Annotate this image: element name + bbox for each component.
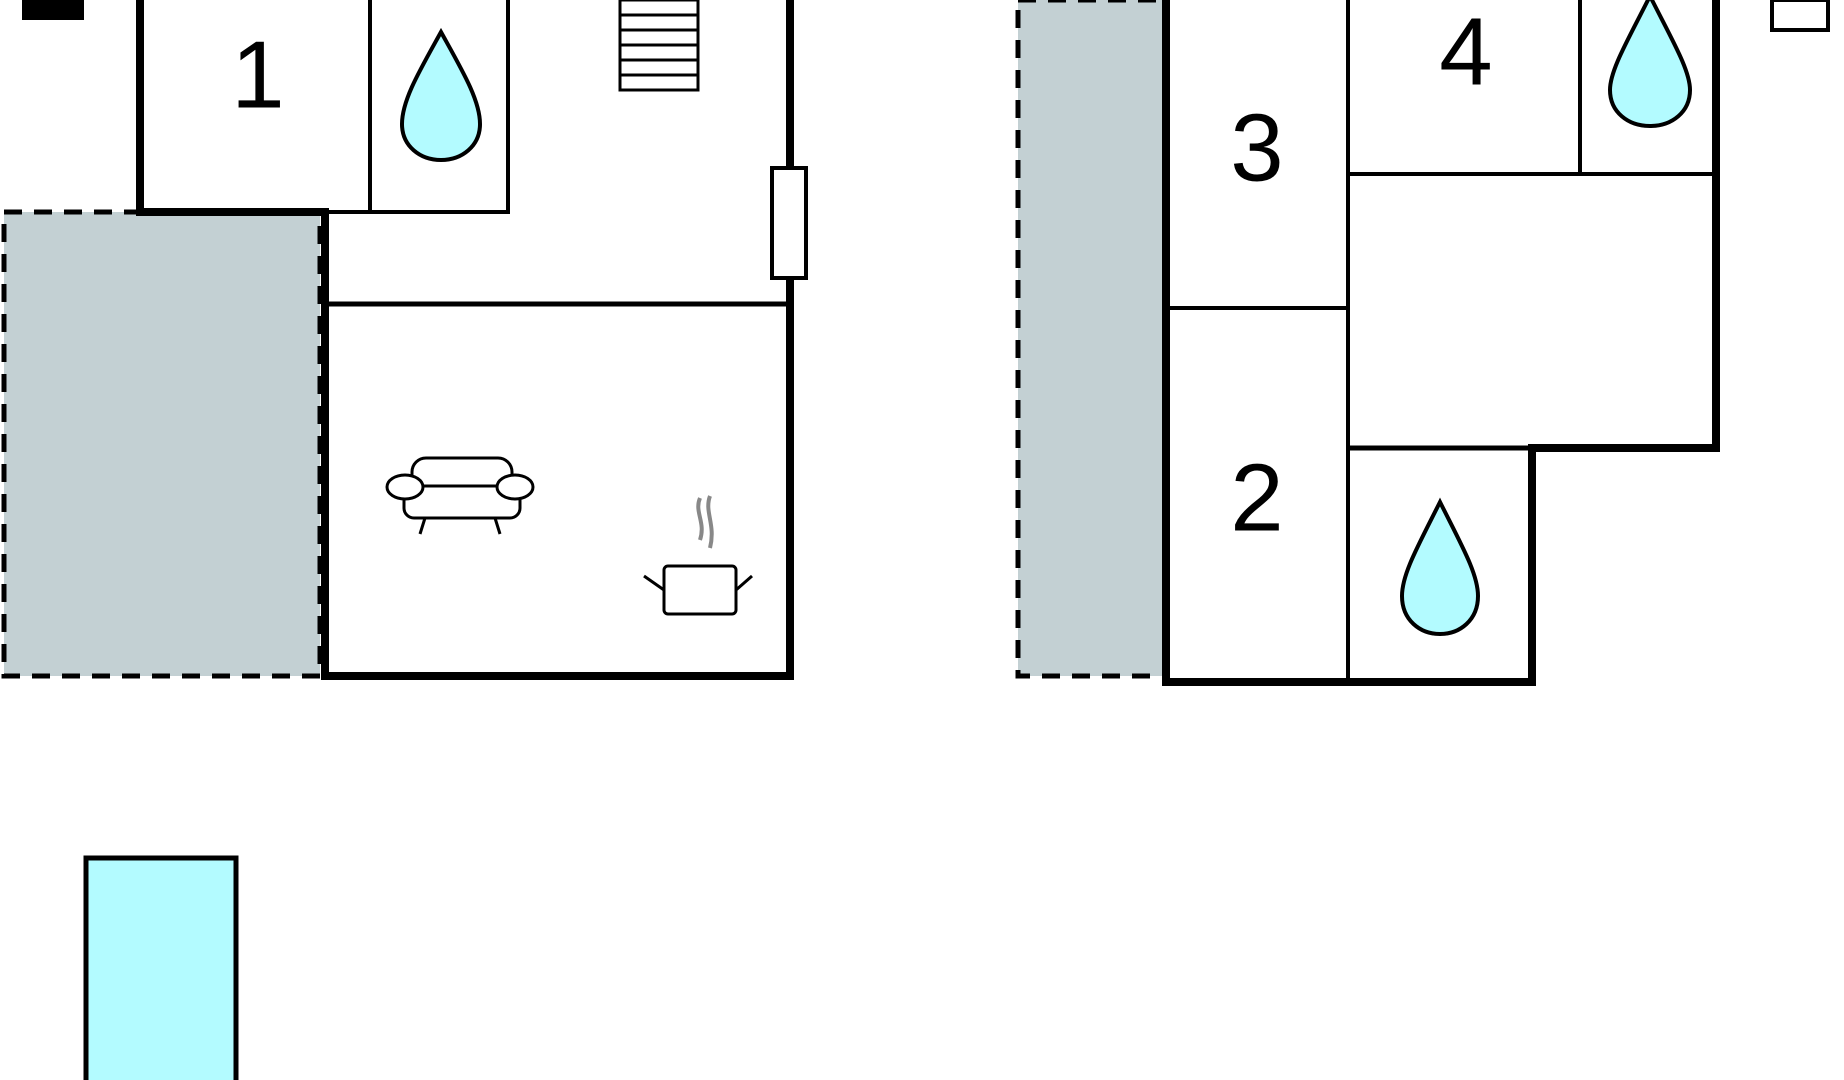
room-1-label: 1 bbox=[231, 22, 284, 129]
terrace-right bbox=[1015, 0, 1169, 679]
terrace-left bbox=[1, 209, 323, 679]
right-outer-walls bbox=[1162, 0, 1720, 686]
cooking-pot-icon bbox=[643, 495, 753, 616]
pool-icon bbox=[83, 855, 239, 1080]
window-icon bbox=[1770, 0, 1830, 32]
sofa-icon bbox=[385, 456, 535, 535]
water-drop-icon bbox=[1399, 497, 1481, 637]
staircase-icon bbox=[618, 0, 700, 92]
room-2-label: 2 bbox=[1230, 445, 1283, 552]
right-building: 3 2 4 bbox=[1015, 0, 1830, 686]
room-3-label: 3 bbox=[1230, 95, 1283, 202]
water-drop-icon bbox=[1607, 0, 1693, 129]
window-icon bbox=[770, 166, 808, 280]
water-drop-icon bbox=[399, 27, 483, 163]
left-building: 1 bbox=[1, 0, 808, 680]
left-outer-walls bbox=[136, 0, 794, 680]
marker-icon bbox=[22, 0, 84, 20]
room-4-label: 4 bbox=[1439, 0, 1492, 106]
